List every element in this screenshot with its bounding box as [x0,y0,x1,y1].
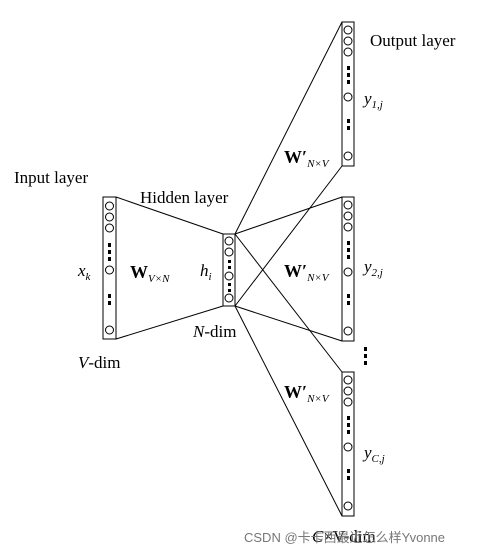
w-output-c-label: W′N×V [284,382,329,405]
n-dim-label: N-dim [193,322,237,341]
input-node [105,325,114,335]
input-node [105,223,114,233]
hidden-layer-label: Hidden layer [140,188,229,207]
hidden-node [224,271,234,281]
y-cj-label: yC,j [364,443,385,465]
h-i-label: hi [200,261,212,283]
input-layer-nodes [105,201,114,335]
output-node [343,386,353,396]
output-node [343,442,353,452]
output-layer-2-box [341,196,355,342]
y-2j-label: y2,j [364,257,383,279]
output-layer-2-nodes [343,200,353,336]
input-node [105,212,114,222]
output-node [343,36,353,46]
input-layer-dots [108,243,111,305]
output-node [343,501,353,511]
w-output-2-label: W′N×V [284,261,329,284]
output-layer-1-box [341,21,355,167]
hidden-layer-nodes [224,236,234,303]
input-node [105,201,114,211]
output-node [343,25,353,35]
output-layer-c-dots [347,416,350,480]
output-node [343,47,353,57]
hidden-layer-dots [228,260,231,292]
input-layer-box [102,196,117,340]
watermark: CSDN @卡卡西最近怎么样Yvonne [244,530,446,545]
hidden-layer-box [222,233,236,307]
c-dim-label: C×V-dim [312,527,376,546]
y-1j-label: y1,j [364,89,383,111]
output-node [343,222,353,232]
output-layer-1-nodes [343,25,353,161]
output-layer-c-box [341,371,355,517]
output-node [343,397,353,407]
output-node [343,92,353,102]
x-k-label: xk [78,261,91,283]
output-node [343,267,353,277]
v-dim-label: V-dim [78,353,121,372]
output-layer-2-dots [347,241,350,305]
output-layer-c-nodes [343,375,353,511]
output-node [343,200,353,210]
output-node [343,375,353,385]
input-layer-label: Input layer [14,168,89,187]
w-input-hidden-label: WV×N [130,262,170,285]
output-node [343,151,353,161]
output-layer-label: Output layer [370,31,456,50]
w-output-1-label: W′N×V [284,147,329,170]
output-node [343,326,353,336]
hidden-output-connections [234,21,343,517]
hidden-node [224,247,234,257]
output-node [343,211,353,221]
output-layers-ellipsis [364,347,367,365]
input-node [105,265,114,275]
output-layer-1-dots [347,66,350,130]
hidden-node [224,293,234,303]
input-hidden-connections [115,196,224,340]
hidden-node [224,236,234,246]
